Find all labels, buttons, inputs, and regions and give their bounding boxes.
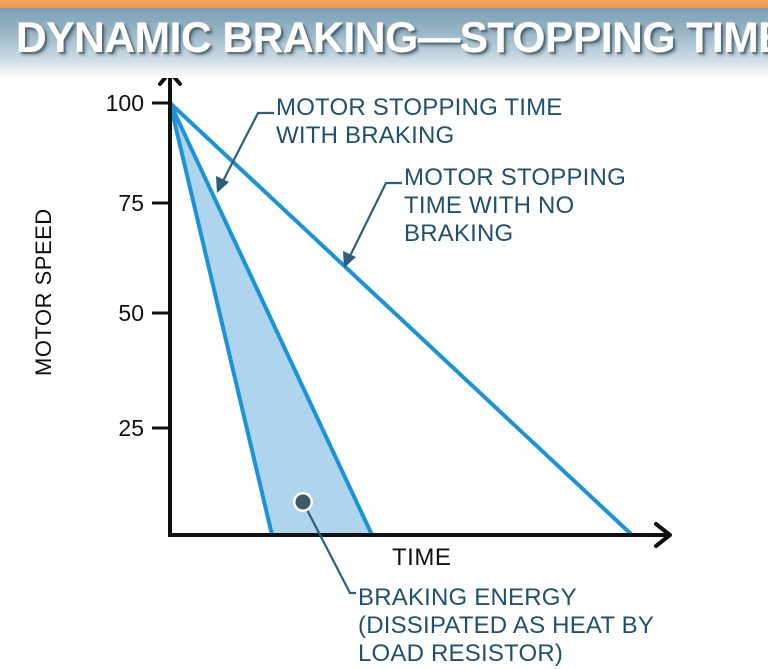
y-tick-label-25: 25 xyxy=(118,415,144,441)
y-tick-label-75: 75 xyxy=(118,190,144,216)
x-axis-title: TIME xyxy=(392,544,452,571)
annotation-motor-stopping-time-with-braking: MOTOR STOPPING TIME WITH BRAKING xyxy=(276,94,563,149)
braking-energy-marker-dot xyxy=(295,494,311,510)
leader-line-no-braking xyxy=(348,181,402,259)
chart-figure: 100 75 50 25 MOTOR SPEED TIME MOTOR STOP… xyxy=(0,78,768,669)
banner-gradient-background xyxy=(0,8,768,78)
annotation-motor-stopping-time-with-no-braking: MOTOR STOPPING TIME WITH NO BRAKING xyxy=(404,164,626,247)
chart-plot-svg xyxy=(152,78,672,595)
leader-line-braking-energy xyxy=(302,501,356,595)
y-axis-title: MOTOR SPEED xyxy=(31,208,56,376)
series-line-no-braking xyxy=(168,101,634,537)
y-tick-label-50: 50 xyxy=(118,300,144,326)
series-line-braking-slow xyxy=(168,101,374,537)
header-banner: DYNAMIC BRAKING—STOPPING TIME xyxy=(0,0,768,78)
series-line-braking-fast xyxy=(168,101,274,537)
y-axis-arrow-icon xyxy=(158,78,182,86)
annotation-braking-energy: BRAKING ENERGY (DISSIPATED AS HEAT BY LO… xyxy=(358,584,655,667)
page-title: DYNAMIC BRAKING—STOPPING TIME xyxy=(16,14,768,62)
leader-arrowhead-braking xyxy=(216,176,229,193)
leader-arrowhead-no-braking xyxy=(343,251,356,268)
leader-line-braking xyxy=(221,111,274,184)
y-tick-label-100: 100 xyxy=(105,90,144,116)
x-axis-arrow-icon xyxy=(654,522,672,548)
banner-orange-strip xyxy=(0,0,768,8)
